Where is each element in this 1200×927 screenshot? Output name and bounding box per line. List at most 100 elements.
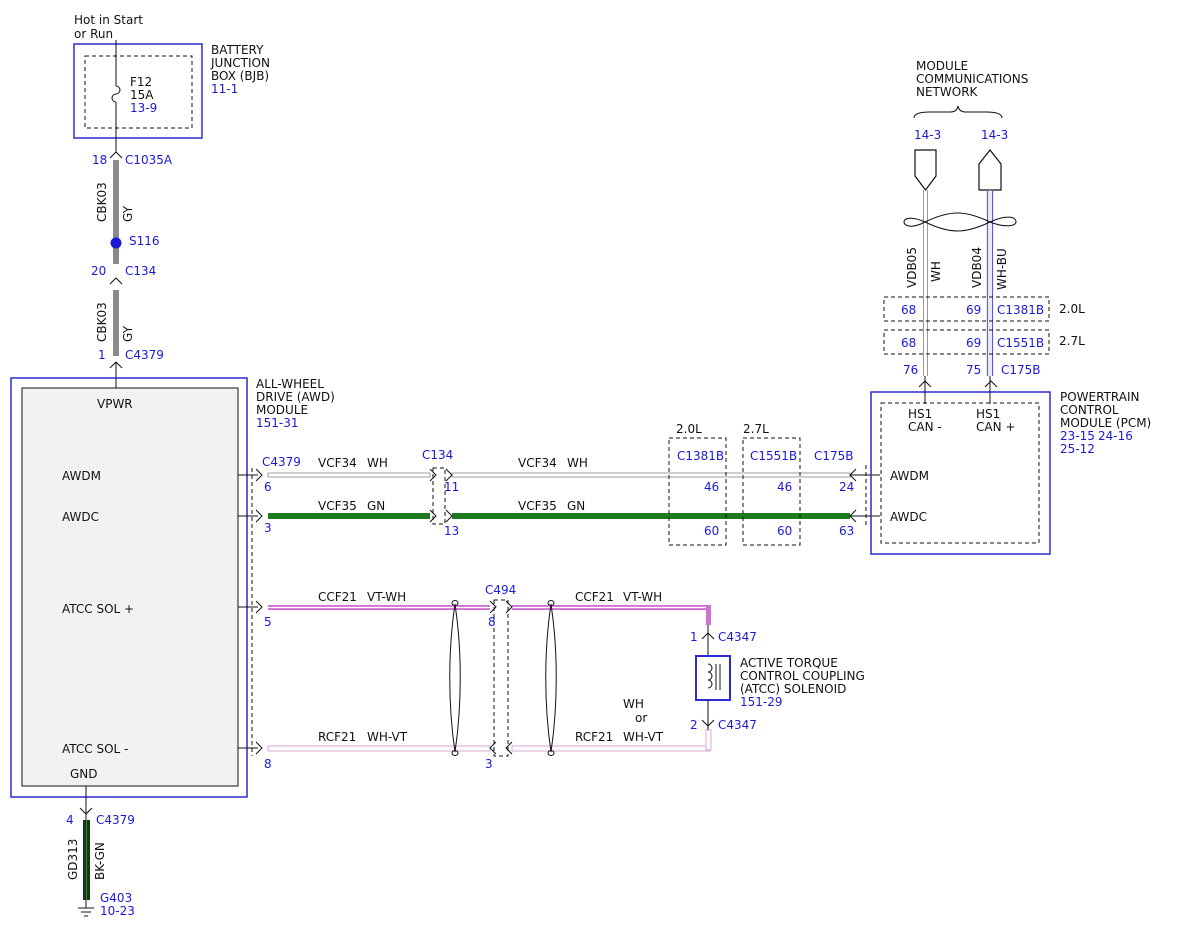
- vcf35-circuit-b: VCF35: [518, 499, 557, 513]
- rcf21-circuit-b: RCF21: [575, 730, 613, 744]
- vcf34-wire-b: [451, 472, 851, 478]
- c1551b-net-pin-left: 68: [901, 336, 916, 350]
- bjb-frame: [73, 43, 203, 139]
- c175b-net-label: C175B: [1001, 363, 1041, 377]
- ground-ref: 10-23: [100, 904, 135, 918]
- pcm-awdc-label: AWDC: [890, 510, 927, 524]
- rcf21-color-b: WH-VT: [623, 730, 664, 744]
- rcf21-color-a: WH-VT: [367, 730, 408, 744]
- c494-label: C494: [485, 583, 516, 597]
- cbk03-wire-upper: [113, 160, 119, 264]
- c134-signal-connector: [432, 467, 446, 525]
- ccf21-circuit-a: CCF21: [318, 590, 357, 604]
- solenoid-ref: 151-29: [740, 695, 783, 709]
- splice-s116-label: S116: [129, 234, 160, 248]
- atcc-twist-a-top: [451, 600, 459, 606]
- atcc-twist-a-bottom: [451, 750, 459, 756]
- bjb-title-line1: BATTERY: [211, 43, 264, 57]
- pcm-ref-a: 23-15: [1060, 429, 1095, 443]
- cbk03-circuit-lower: CBK03: [95, 302, 109, 342]
- pcm-title-line3: MODULE (PCM): [1060, 416, 1151, 430]
- c494-pin-top: 8: [488, 615, 496, 629]
- pcm-hs1-plus-line1: HS1: [976, 407, 1000, 421]
- bjb-inner-frame: [84, 55, 193, 129]
- c134-pin-bottom: 13: [444, 524, 459, 538]
- pcm-title-line1: POWERTRAIN: [1060, 390, 1140, 404]
- pcm-title-line2: CONTROL: [1060, 403, 1119, 417]
- fuse-name: F12: [130, 75, 152, 89]
- ground-point-label: G403: [100, 891, 132, 905]
- c4347-bottom-pin: 2: [690, 718, 698, 732]
- rcf21-wire-b: [511, 745, 711, 752]
- pcm-ref-b: 24-16: [1098, 429, 1133, 443]
- bjb-ref: 11-1: [211, 82, 238, 96]
- awd-ref: 151-31: [256, 416, 299, 430]
- awd-atcc-neg-label: ATCC SOL -: [62, 742, 128, 756]
- c1381b-pin-bottom: 60: [704, 524, 719, 538]
- hot-label-line1: Hot in Start: [74, 13, 143, 27]
- c4379-gnd-pin: 4: [66, 813, 74, 827]
- pcm-hs1-minus-line2: CAN -: [908, 420, 942, 434]
- atcc-twist-b-bottom: [547, 750, 555, 756]
- c175b-pin-top: 24: [839, 480, 854, 494]
- cbk03-color-lower: GY: [121, 325, 135, 342]
- c1551b-network-box: [883, 329, 1050, 355]
- network-ref-right: 14-3: [981, 128, 1008, 142]
- c1381b-pin-top: 46: [704, 480, 719, 494]
- atcc-twist-a-icon: [449, 603, 461, 753]
- c175b-pin-bottom: 63: [839, 524, 854, 538]
- c1035a-connector-icon: [109, 151, 123, 159]
- vcf35-circuit-a: VCF35: [318, 499, 357, 513]
- c494-bottom-arrow-in: [489, 741, 497, 755]
- c4379-power-label: C4379: [125, 348, 164, 362]
- network-title-line3: NETWORK: [916, 85, 979, 99]
- awd-title-line1: ALL-WHEEL: [256, 377, 324, 391]
- bjb-title-line2: JUNCTION: [210, 56, 270, 70]
- vcf35-wire-a: [268, 513, 430, 519]
- network-ref-left: 14-3: [914, 128, 941, 142]
- c4379-gnd-arrow: [79, 807, 93, 815]
- c134-power-pin: 20: [91, 264, 106, 278]
- pcm-inner-frame: [880, 402, 1040, 544]
- vcf34-color-a: WH: [367, 456, 388, 470]
- fuse-rating: 15A: [130, 88, 154, 102]
- c134-power-connector-icon: [109, 277, 123, 285]
- c175b-net-pin-right: 75: [966, 363, 981, 377]
- pcm-hs1-plus-line2: CAN +: [976, 420, 1015, 434]
- atcc-twist-b-top: [547, 600, 555, 606]
- vdb05-color: WH: [929, 261, 943, 282]
- c175b-net-pin-left: 76: [903, 363, 918, 377]
- c1381b-network-box: [883, 296, 1050, 322]
- alt-color-line2: or: [635, 711, 647, 725]
- ccf21-circuit-b: CCF21: [575, 590, 614, 604]
- can-plus-flag-icon: [978, 149, 1002, 191]
- pcm-frame: [870, 391, 1051, 555]
- c494-connector: [493, 599, 509, 757]
- c1381b-engine-label: 2.0L: [676, 422, 702, 436]
- c1551b-pin-top: 46: [777, 480, 792, 494]
- c4379-awdc-pin: 3: [264, 521, 272, 535]
- vdb04-color: WH-BU: [995, 248, 1009, 290]
- pcm-ref-c: 25-12: [1060, 442, 1095, 456]
- awd-gnd-label: GND: [70, 767, 98, 781]
- c4379-awdm-arrow: [255, 468, 263, 482]
- can-minus-flag-icon: [914, 149, 937, 191]
- c494-pin-bottom: 3: [485, 757, 493, 771]
- ccf21-color-b: VT-WH: [623, 590, 662, 604]
- vcf34-circuit-b: VCF34: [518, 456, 557, 470]
- c494-top-arrow-out: [505, 600, 513, 614]
- ccf21-wire-drop: [706, 605, 711, 625]
- solenoid-coil-icon: [707, 663, 713, 689]
- c175b-signal-label: C175B: [814, 449, 854, 463]
- rcf21-wire-rise: [705, 729, 712, 751]
- vcf34-wire-a: [267, 472, 431, 478]
- awd-atcc-pos-label: ATCC SOL +: [62, 602, 134, 616]
- vcf34-circuit-a: VCF34: [318, 456, 357, 470]
- bjb-title-line3: BOX (BJB): [211, 69, 269, 83]
- ccf21-color-a: VT-WH: [367, 590, 406, 604]
- network-brace: [913, 105, 1003, 119]
- c1551b-pin-bottom: 60: [777, 524, 792, 538]
- pcm-hs1-minus-line1: HS1: [908, 407, 932, 421]
- gd313-circuit: GD313: [66, 839, 80, 880]
